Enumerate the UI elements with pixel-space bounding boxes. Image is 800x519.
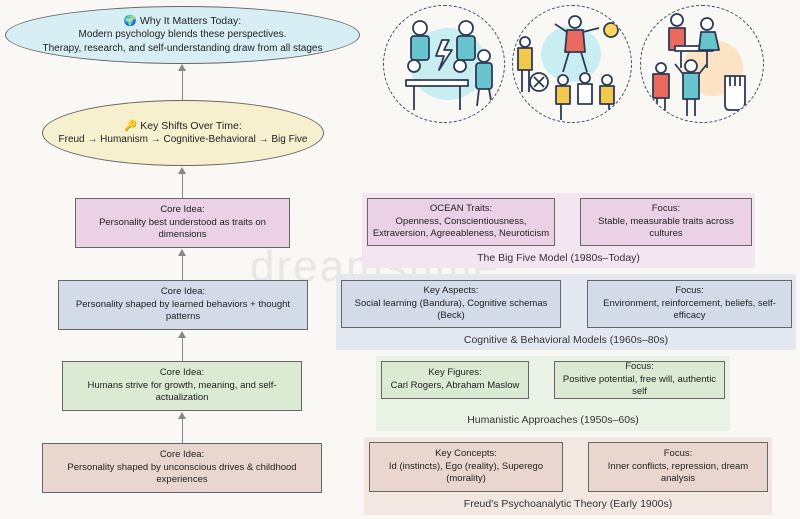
core-idea-text: Personality best understood as traits on…: [99, 216, 266, 241]
cognitive-aspects-text: Social learning (Bandura), Cognitive sch…: [354, 297, 548, 322]
cognitive-aspects-label: Key Aspects:: [423, 284, 479, 296]
freud-focus-box: Focus: Inner conflicts, repression, drea…: [588, 442, 768, 492]
big-five-panel: OCEAN Traits: Openness, Conscientiousnes…: [362, 193, 755, 268]
humanistic-focus-text: Positive potential, free will, authentic…: [562, 373, 717, 398]
humanistic-title: Humanistic Approaches (1950s–60s): [467, 414, 639, 426]
core-idea-big-five: Core Idea: Personality best understood a…: [75, 198, 290, 248]
key-shifts-title: 🔑 Key Shifts Over Time:: [124, 119, 242, 132]
arrowhead: [178, 331, 186, 338]
humanistic-focus-box: Focus: Positive potential, free will, au…: [554, 361, 725, 399]
connector-line: [182, 255, 183, 280]
key-shifts-ellipse: 🔑 Key Shifts Over Time: Freud → Humanism…: [42, 100, 324, 166]
decision-people-icon: [512, 5, 632, 123]
big-five-focus-box: Focus: Stable, measurable traits across …: [580, 198, 752, 246]
key-shifts-line1: Freud → Humanism → Cognitive-Behavioral …: [58, 134, 308, 146]
core-idea-humanistic: Core Idea: Humans strive for growth, mea…: [62, 361, 302, 411]
connector-line: [182, 70, 183, 100]
arrowhead: [178, 64, 186, 71]
freud-title: Freud's Psychoanalytic Theory (Early 190…: [463, 498, 673, 510]
core-idea-text: Personality shaped by learned behaviors …: [75, 298, 291, 323]
workplace-stress-icon: [640, 5, 764, 123]
core-idea-text: Personality shaped by unconscious drives…: [67, 461, 297, 486]
cognitive-title: Cognitive & Behavioral Models (1960s–80s…: [463, 334, 669, 346]
cognitive-aspects-box: Key Aspects: Social learning (Bandura), …: [341, 280, 561, 328]
humanistic-panel: Key Figures: Carl Rogers, Abraham Maslow…: [376, 356, 730, 431]
freud-concepts-box: Key Concepts: Id (instincts), Ego (reali…: [369, 442, 563, 492]
arrowhead: [178, 249, 186, 256]
core-idea-label: Core Idea:: [159, 448, 205, 460]
arrowhead: [178, 412, 186, 419]
connector-line: [182, 418, 183, 443]
why-it-matters-line2: Therapy, research, and self-understandin…: [42, 43, 323, 55]
freud-concepts-label: Key Concepts:: [435, 447, 497, 459]
big-five-traits-label: OCEAN Traits:: [429, 202, 493, 214]
cognitive-focus-label: Focus:: [675, 284, 704, 296]
why-it-matters-title: 🌍 Why It Matters Today:: [123, 14, 242, 27]
arrowhead: [178, 167, 186, 174]
big-five-traits-box: OCEAN Traits: Openness, Conscientiousnes…: [367, 198, 555, 246]
cognitive-panel: Key Aspects: Social learning (Bandura), …: [336, 274, 796, 350]
freud-focus-label: Focus:: [663, 447, 693, 459]
why-it-matters-ellipse: 🌍 Why It Matters Today: Modern psycholog…: [5, 6, 360, 64]
big-five-focus-text: Stable, measurable traits across culture…: [598, 215, 734, 240]
core-idea-label: Core Idea:: [160, 203, 205, 215]
big-five-traits-text: Openness, Conscientiousness, Extraversio…: [372, 215, 550, 240]
humanistic-figures-box: Key Figures: Carl Rogers, Abraham Maslow: [381, 361, 529, 399]
core-idea-freud: Core Idea: Personality shaped by unconsc…: [42, 443, 322, 493]
freud-panel: Key Concepts: Id (instincts), Ego (reali…: [364, 437, 772, 515]
freud-focus-text: Inner conflicts, repression, dream analy…: [607, 460, 749, 485]
cognitive-focus-text: Environment, reinforcement, beliefs, sel…: [603, 297, 776, 322]
core-idea-cognitive: Core Idea: Personality shaped by learned…: [58, 280, 308, 330]
core-idea-text: Humans strive for growth, meaning, and s…: [87, 379, 277, 404]
connector-line: [182, 173, 183, 198]
core-idea-label: Core Idea:: [159, 366, 205, 378]
connector-line: [182, 337, 183, 361]
humanistic-figures-label: Key Figures:: [428, 367, 482, 379]
freud-concepts-text: Id (instincts), Ego (reality), Superego …: [388, 460, 544, 485]
core-idea-label: Core Idea:: [160, 285, 206, 297]
big-five-focus-label: Focus:: [651, 202, 681, 214]
why-it-matters-line1: Modern psychology blends these perspecti…: [78, 29, 287, 41]
big-five-title: The Big Five Model (1980s–Today): [477, 252, 640, 264]
humanistic-focus-label: Focus:: [625, 360, 654, 372]
cognitive-focus-box: Focus: Environment, reinforcement, belie…: [587, 280, 792, 328]
team-conflict-icon: [383, 5, 505, 123]
humanistic-figures-text: Carl Rogers, Abraham Maslow: [390, 380, 520, 391]
